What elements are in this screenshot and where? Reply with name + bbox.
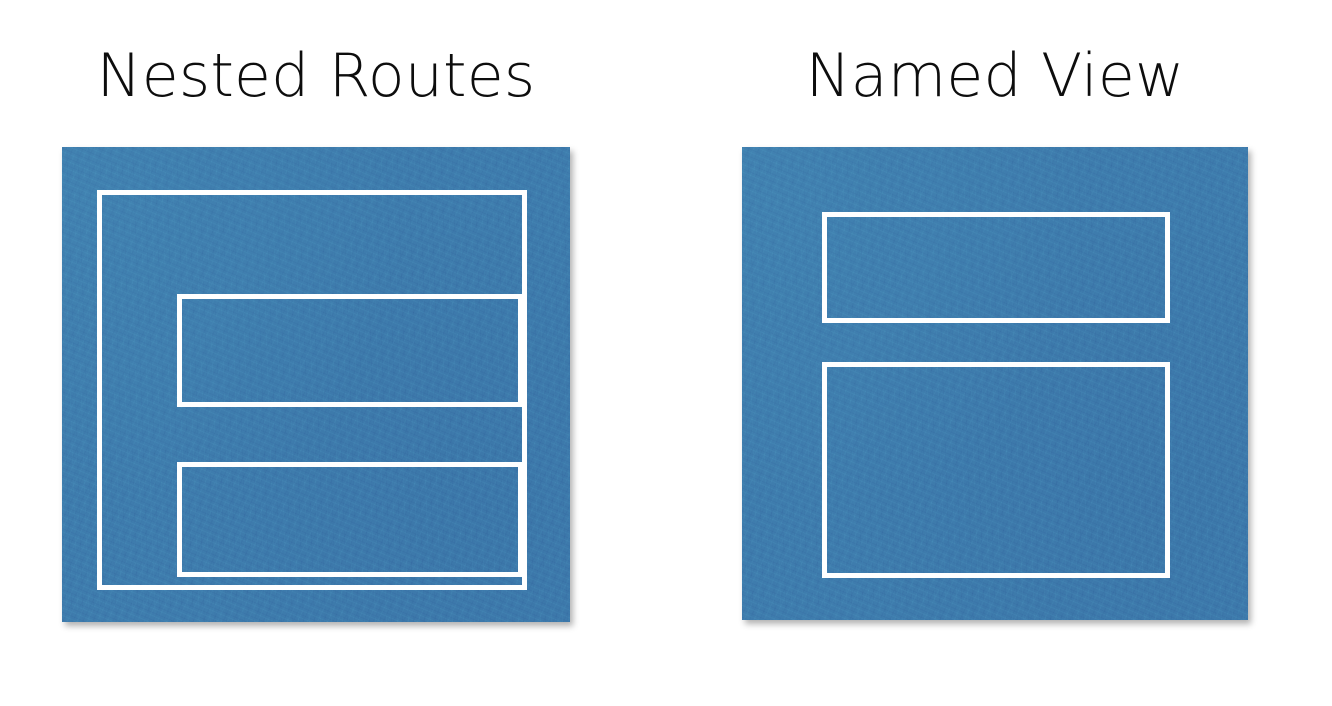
named-view-box-2 xyxy=(822,362,1170,578)
diagram-title-named-view: Named View xyxy=(805,41,1185,111)
diagram-title-nested-routes: Nested Routes xyxy=(96,41,536,111)
panel-nested-routes xyxy=(62,147,570,622)
outer-view-frame xyxy=(97,190,527,590)
panel-named-view xyxy=(742,147,1248,620)
nested-child-view-1 xyxy=(177,294,523,407)
nested-child-view-2 xyxy=(177,462,523,577)
named-view-box-1 xyxy=(822,212,1170,323)
